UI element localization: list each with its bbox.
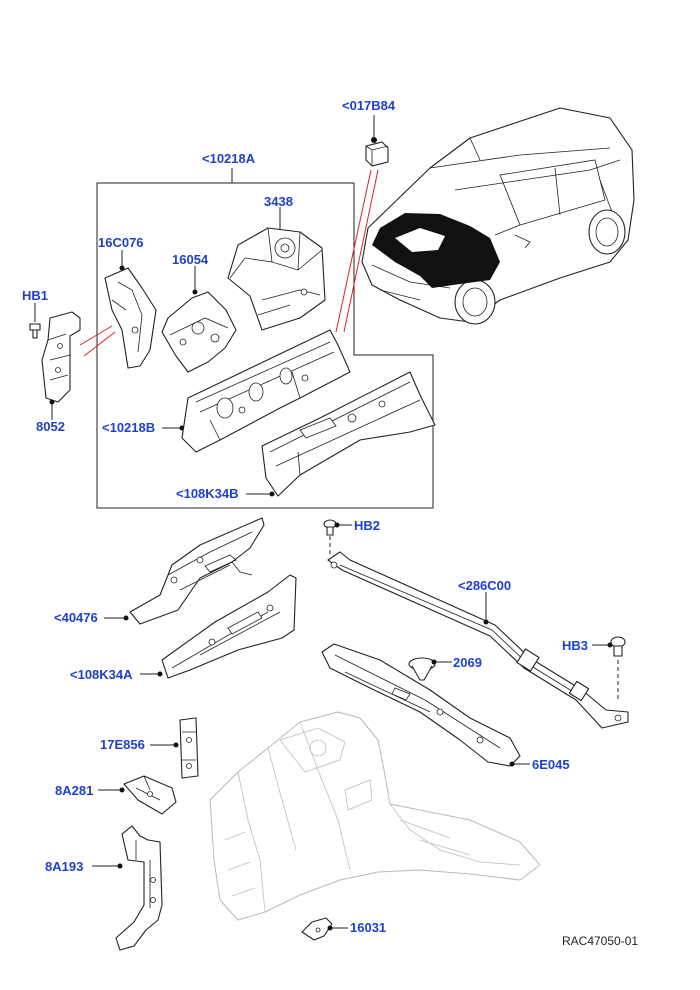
- callout-16C076: 16C076: [98, 235, 144, 250]
- image-reference: RAC47050-01: [562, 934, 638, 948]
- callout-6E045: 6E045: [532, 757, 570, 772]
- engine-bay-highlight: [372, 213, 500, 288]
- vehicle-overview: [361, 107, 635, 325]
- callout-8A281: 8A281: [55, 783, 93, 798]
- callout-10218A: <10218A: [202, 151, 256, 166]
- part-17E856: [150, 717, 199, 779]
- part-108K34A: [140, 574, 297, 679]
- part-8A193: [92, 825, 163, 951]
- body-structure: [209, 711, 541, 921]
- callout-HB2: HB2: [354, 518, 380, 533]
- callout-8A193: 8A193: [45, 859, 83, 874]
- part-2069: [408, 657, 452, 681]
- callout-108K34A: <108K34A: [70, 667, 133, 682]
- part-16054: [161, 266, 237, 373]
- callout-HB3: HB3: [562, 638, 588, 653]
- callout-17E856: 17E856: [100, 737, 145, 752]
- part-16C076: [104, 250, 157, 369]
- callout-HB1: HB1: [22, 288, 48, 303]
- bolt-HB3: [592, 636, 626, 700]
- reference-lines: [79, 169, 379, 357]
- callout-8052: 8052: [36, 419, 65, 434]
- callout-108K34B: <108K34B: [176, 486, 239, 501]
- callout-10218B: <10218B: [102, 420, 155, 435]
- callout-16054: 16054: [172, 252, 209, 267]
- callout-16031: 16031: [350, 920, 386, 935]
- part-6E045: [321, 643, 530, 767]
- kit-box: [96, 168, 434, 509]
- bolt-HB1: [29, 303, 41, 339]
- callout-3438: 3438: [264, 194, 293, 209]
- part-3438: [227, 207, 326, 331]
- bolt-HB2: [323, 519, 352, 556]
- part-40476: [104, 517, 265, 625]
- callout-017B84: <017B84: [342, 98, 396, 113]
- part-8A281: [98, 775, 177, 815]
- callout-2069: 2069: [453, 655, 482, 670]
- part-017B84: [365, 115, 389, 167]
- callout-40476: <40476: [54, 610, 98, 625]
- part-286C00: [327, 551, 629, 729]
- part-16031: [301, 917, 348, 941]
- part-10218B: [162, 329, 351, 453]
- callout-286C00: <286C00: [458, 578, 511, 593]
- part-108K34B: [246, 371, 436, 497]
- part-8052: [41, 311, 81, 420]
